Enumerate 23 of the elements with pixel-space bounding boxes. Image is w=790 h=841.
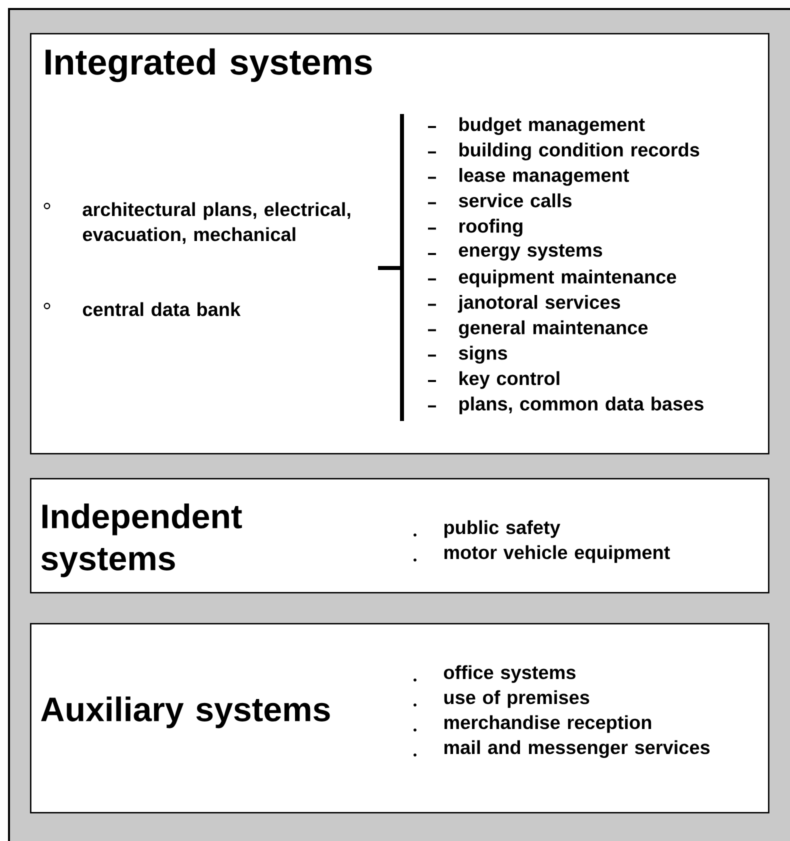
list-item: architectural plans, electrical, evacuation, mechanical xyxy=(82,202,350,244)
list-item: service calls xyxy=(458,193,572,208)
list-item: plans, common data bases xyxy=(459,396,704,414)
list-item: building condition records xyxy=(459,142,700,160)
list-item: motor vehicle equipment xyxy=(444,545,670,563)
list-item: energy systems xyxy=(458,244,602,261)
list-item: public safety xyxy=(444,520,560,538)
list-item: signs xyxy=(458,346,508,364)
list-item: mail and messenger services xyxy=(444,740,710,758)
list-item: central data bank xyxy=(82,302,241,316)
list-item: budget management xyxy=(459,117,645,135)
heading: Independent systems xyxy=(41,504,242,578)
list-item: roofing xyxy=(459,218,522,237)
list-item: janotoral services xyxy=(458,295,620,313)
list-item: lease management xyxy=(460,168,629,186)
list-item: equipment maintenance xyxy=(458,270,676,288)
heading: Integrated systems xyxy=(46,48,372,82)
heading: Auxiliary systems xyxy=(41,696,330,728)
list-item: general maintenance xyxy=(458,320,648,338)
list-item: key control xyxy=(460,371,560,389)
list-item: merchandise reception xyxy=(444,715,652,733)
list-item: use of premises xyxy=(444,690,590,708)
list-item: office systems xyxy=(444,665,576,683)
